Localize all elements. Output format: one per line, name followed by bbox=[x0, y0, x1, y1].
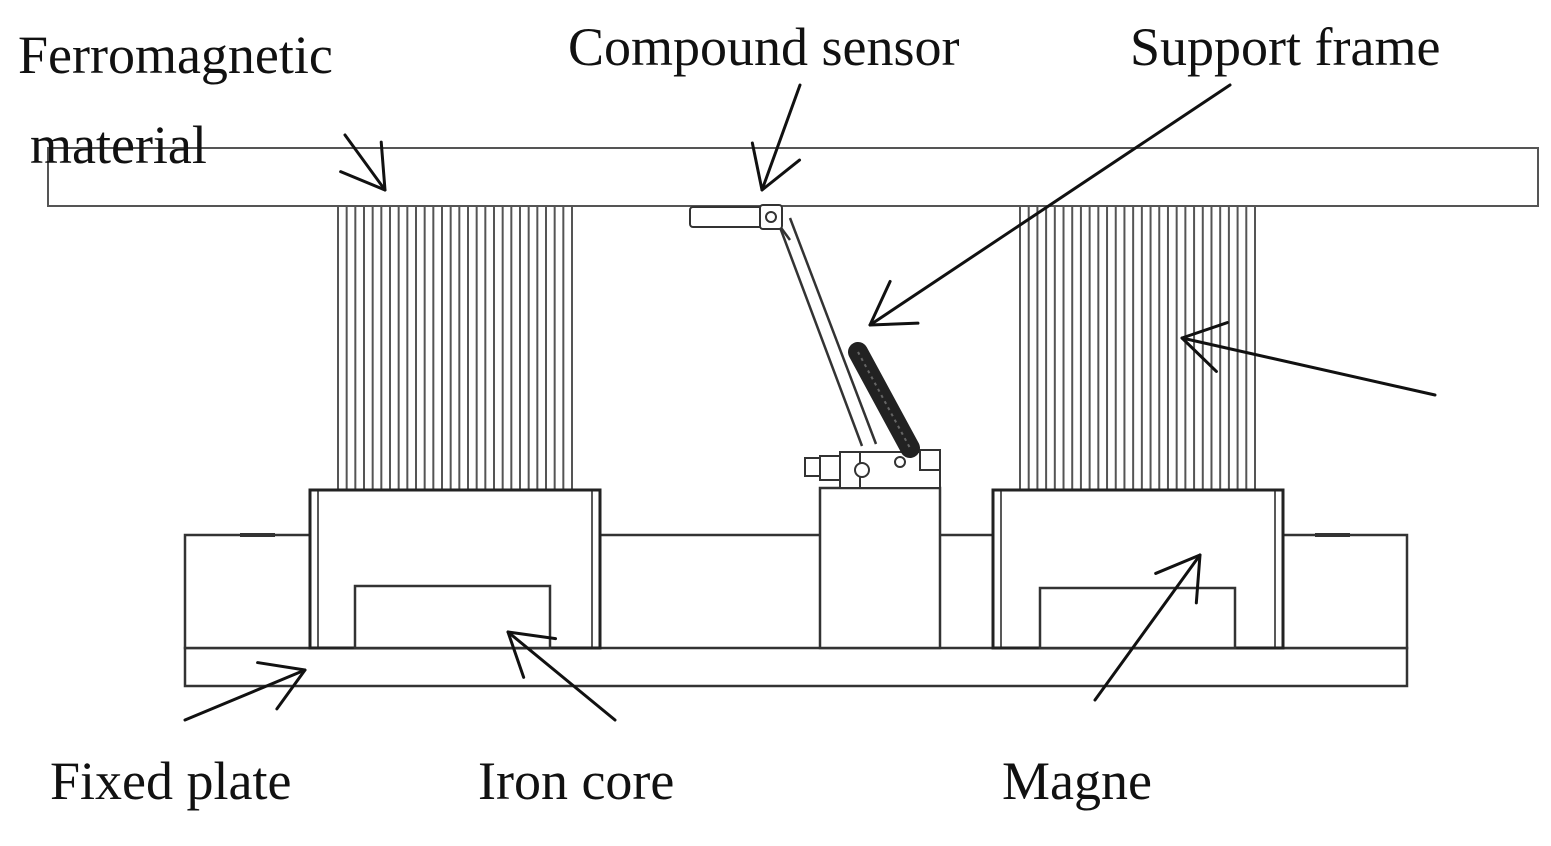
arrow-iron-core bbox=[506, 630, 617, 722]
arrow-magne bbox=[1093, 553, 1202, 702]
label-fixed-plate: Fixed plate bbox=[50, 751, 292, 811]
label-support-frame: Support frame bbox=[1130, 17, 1441, 77]
arrows bbox=[183, 83, 1437, 722]
label-magne: Magne bbox=[1002, 751, 1152, 811]
sensor-mount bbox=[804, 449, 941, 489]
sensor-base-block bbox=[818, 486, 942, 650]
label-ferromagnetic-line1: Ferromagnetic bbox=[18, 25, 333, 85]
support-frame-arm bbox=[766, 209, 878, 447]
coil-right bbox=[1019, 206, 1256, 490]
arrow-ferromagnetic bbox=[339, 133, 387, 192]
left-iron-core bbox=[353, 584, 552, 650]
left-side-block bbox=[183, 533, 312, 650]
right-side-block bbox=[1281, 533, 1409, 650]
coil-left bbox=[337, 206, 573, 490]
compound-sensor-head bbox=[689, 204, 783, 230]
arrow-compound-sensor bbox=[750, 83, 802, 192]
fixed-plate bbox=[183, 646, 1409, 688]
arrow-fixed-plate bbox=[183, 661, 307, 722]
arrow-coil bbox=[1180, 321, 1437, 397]
label-iron-core: Iron core bbox=[478, 751, 675, 811]
label-compound-sensor: Compound sensor bbox=[568, 17, 960, 77]
arrow-support-frame bbox=[868, 83, 1232, 327]
ferromagnetic-plate bbox=[47, 147, 1539, 207]
right-iron-core bbox=[1038, 586, 1237, 650]
spring bbox=[848, 342, 920, 458]
label-ferromagnetic-line2: material bbox=[30, 115, 207, 175]
